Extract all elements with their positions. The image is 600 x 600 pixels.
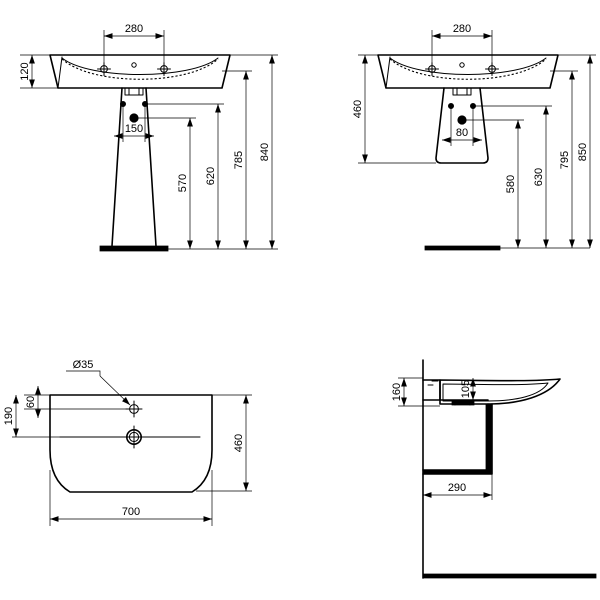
supply-point-right-front-right <box>469 103 476 110</box>
dimension-label-570-front-left: 570 <box>177 174 189 192</box>
trap-detail-front-right <box>452 87 472 96</box>
dimension-label-700-plan: 700 <box>122 506 140 518</box>
dimension-label-620-front-left: 620 <box>205 167 217 185</box>
basin-body-front-right <box>377 54 559 89</box>
pedestal-column-front-left <box>99 87 169 252</box>
supply-point-left-front-right <box>447 103 454 110</box>
dimension-label-105-side: 105 <box>460 380 472 398</box>
floor-line-side <box>422 573 597 579</box>
dimension-150-front-left: 150 <box>114 106 154 142</box>
dimension-label-160-side: 160 <box>391 383 403 401</box>
dimension-280-front-left: 280 <box>103 23 165 62</box>
dimension-label-795-front-right: 795 <box>559 151 571 169</box>
basin-profile-side <box>422 378 561 406</box>
dimension-700-plan: 700 <box>49 470 213 526</box>
dimension-80-front-right: 80 <box>442 108 482 146</box>
dimension-label-280-front-left: 280 <box>125 23 143 35</box>
view-front-semi-pedestal: 280 460 80 580 630 <box>352 23 596 251</box>
dimension-105-side: 105 <box>460 378 476 400</box>
view-side: 160 105 290 <box>391 359 597 579</box>
dimension-60-plan: 60 <box>24 386 130 418</box>
dimension-label-80-front-right: 80 <box>456 127 468 139</box>
dimension-label-280-front-right: 280 <box>453 23 471 35</box>
dimension-570-front-left: 570 <box>136 117 196 249</box>
dimension-label-850-front-right: 850 <box>577 143 589 161</box>
tap-hole-left-front-left <box>97 62 111 76</box>
tap-hole-right-front-right <box>485 62 499 76</box>
dimension-190-plan: 190 <box>3 395 127 438</box>
supply-point-right-front-left <box>141 101 148 108</box>
dimension-label-630-front-right: 630 <box>533 168 545 186</box>
dimension-label-290-side: 290 <box>448 482 466 494</box>
dimension-850-front-right: 850 <box>558 54 596 248</box>
dimension-label-150-front-left: 150 <box>125 123 143 135</box>
dimension-280-front-right: 280 <box>431 23 493 62</box>
dimension-label-840-front-left: 840 <box>259 143 271 161</box>
dimension-label-dia35-plan: Ø35 <box>73 359 94 371</box>
view-front-full-pedestal: 280 120 150 570 620 <box>19 23 278 252</box>
dimension-795-front-right: 795 <box>550 70 578 248</box>
overflow-hole-front-left <box>131 62 137 68</box>
dimension-label-190-plan: 190 <box>3 407 15 425</box>
dimension-label-580-front-right: 580 <box>505 175 517 193</box>
leader-dia35-plan: Ø35 <box>66 359 131 406</box>
tap-hole-left-front-right <box>425 62 439 76</box>
tap-hole-right-front-left <box>157 62 171 76</box>
supply-point-left-front-left <box>120 101 127 108</box>
dimension-label-460-plan: 460 <box>233 434 245 452</box>
dimension-460-front-right: 460 <box>352 54 436 164</box>
dimension-160-side: 160 <box>391 377 440 407</box>
dimension-840-front-left: 840 <box>230 54 278 249</box>
dimension-785-front-left: 785 <box>222 70 252 249</box>
dimension-620-front-left: 620 <box>147 103 224 249</box>
dimension-label-460-front-right: 460 <box>352 100 364 118</box>
support-bracket-side <box>422 403 493 475</box>
dimension-290-side: 290 <box>422 474 493 500</box>
overflow-hole-front-right <box>459 62 465 68</box>
semi-pedestal-front-right <box>435 87 489 164</box>
view-plan: Ø35 60 190 460 700 <box>3 359 252 526</box>
trap-detail-front-left <box>124 87 144 96</box>
dimension-120-front-left: 120 <box>19 54 58 89</box>
basin-outline-plan <box>49 394 213 493</box>
dimension-label-785-front-left: 785 <box>233 151 245 169</box>
dimension-580-front-right: 580 <box>464 119 524 248</box>
dimension-label-120-front-left: 120 <box>19 62 31 80</box>
dimension-630-front-right: 630 <box>475 105 552 248</box>
dimension-460-plan: 460 <box>196 394 252 492</box>
basin-body-front-left <box>49 54 231 89</box>
dimension-label-60-plan: 60 <box>25 396 37 408</box>
